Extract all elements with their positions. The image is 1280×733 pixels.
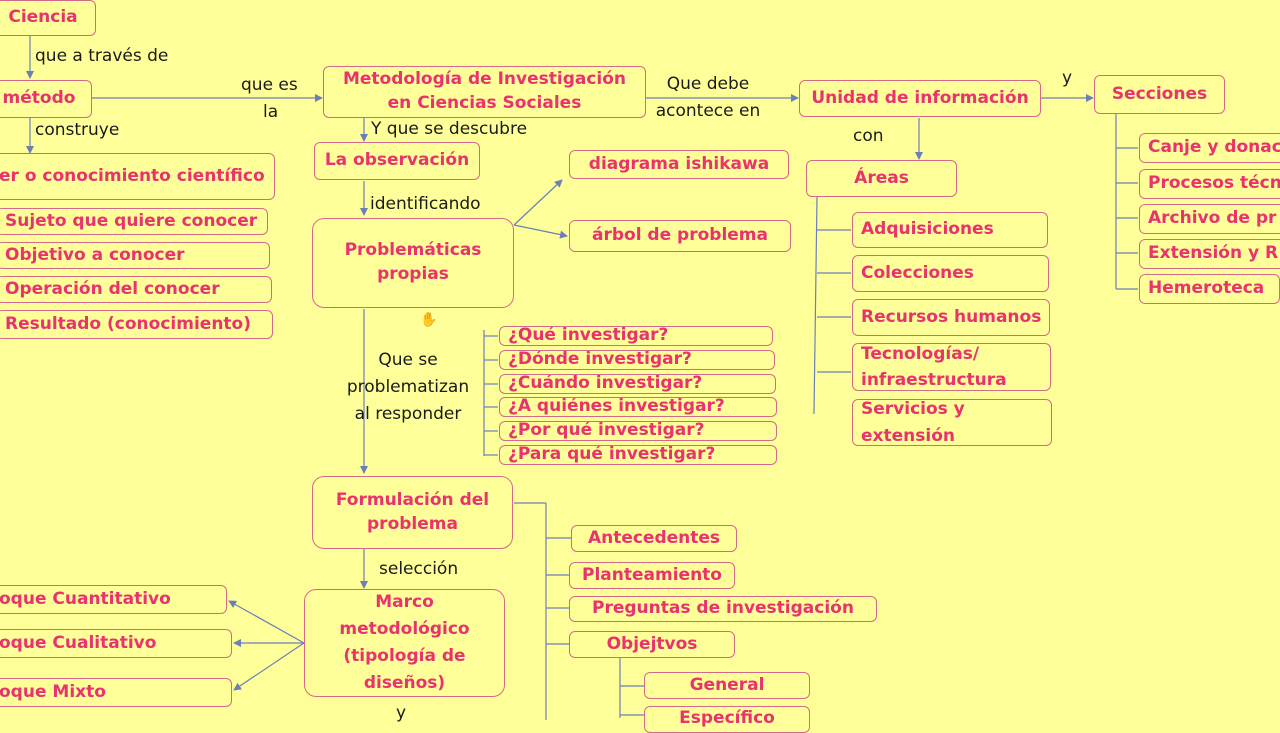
node-archivo[interactable]: Archivo de pr	[1139, 204, 1280, 234]
node-canje[interactable]: Canje y donac	[1139, 133, 1280, 163]
node-hemeroteca[interactable]: Hemeroteca	[1139, 274, 1280, 304]
node-secciones[interactable]: Secciones	[1094, 75, 1225, 114]
node-ishikawa[interactable]: diagrama ishikawa	[569, 150, 789, 179]
node-tecnologias[interactable]: Tecnologías/ infraestructura	[852, 343, 1051, 391]
node-unidad[interactable]: Unidad de información	[799, 80, 1041, 117]
node-ciencia[interactable]: Ciencia	[0, 0, 96, 36]
node-general[interactable]: General	[644, 672, 810, 699]
node-areas[interactable]: Áreas	[806, 160, 957, 197]
label-la: la	[263, 102, 279, 122]
node-formulacion[interactable]: Formulación del problema	[312, 476, 513, 549]
node-q-porque[interactable]: ¿Por qué investigar?	[499, 421, 777, 441]
label-seleccion: selección	[379, 559, 459, 579]
label-identificando: identificando	[370, 194, 481, 214]
label-que-es: que es	[241, 75, 298, 95]
node-objetivos[interactable]: Objejtvos	[569, 631, 735, 658]
label-construye: construye	[35, 120, 120, 140]
node-metodologia[interactable]: Metodología de Investigación en Ciencias…	[323, 66, 646, 118]
node-marco[interactable]: Marco metodológico (tipología de diseños…	[304, 589, 505, 697]
node-procesos[interactable]: Procesos técn	[1139, 169, 1280, 199]
label-con: con	[853, 126, 884, 146]
node-planteamiento[interactable]: Planteamiento	[569, 562, 735, 589]
node-q-quienes[interactable]: ¿A quiénes investigar?	[499, 397, 777, 417]
node-preguntas[interactable]: Preguntas de investigación	[569, 596, 877, 622]
node-operacion[interactable]: Operación del conocer	[0, 276, 272, 303]
node-colecciones[interactable]: Colecciones	[852, 255, 1049, 292]
node-q-para[interactable]: ¿Para qué investigar?	[499, 445, 777, 465]
node-adquisiciones[interactable]: Adquisiciones	[852, 212, 1048, 248]
node-cuantitativo[interactable]: oque Cuantitativo	[0, 585, 227, 614]
node-servicios[interactable]: Servicios y extensión	[852, 399, 1052, 446]
node-arbol[interactable]: árbol de problema	[569, 220, 791, 252]
node-observacion[interactable]: La observación	[314, 142, 480, 180]
node-cualitativo[interactable]: oque Cualitativo	[0, 629, 232, 658]
node-resultado[interactable]: Resultado (conocimiento)	[0, 310, 273, 339]
node-sujeto[interactable]: Sujeto que quiere conocer	[0, 208, 268, 235]
node-q-donde[interactable]: ¿Dónde investigar?	[499, 350, 775, 370]
label-y-descubre: Y que se descubre	[371, 119, 528, 139]
node-mixto[interactable]: oque Mixto	[0, 678, 232, 707]
label-y-top: y	[1062, 68, 1073, 88]
label-problematizan: Que se problematizan al responder	[346, 350, 470, 425]
node-objetivo[interactable]: Objetivo a conocer	[0, 242, 270, 269]
node-q-que[interactable]: ¿Qué investigar?	[499, 326, 773, 346]
label-a-traves: que a través de	[35, 46, 169, 66]
node-problematicas[interactable]: Problemáticas propias	[312, 218, 514, 308]
label-que-debe: Que debe acontece en	[655, 74, 761, 122]
node-saber[interactable]: er o conocimiento científico	[0, 153, 275, 200]
node-recursos[interactable]: Recursos humanos	[852, 299, 1050, 336]
hand-cursor-icon: ✋	[420, 312, 438, 328]
node-metodo[interactable]: método	[0, 80, 92, 118]
node-extension[interactable]: Extensión y R	[1139, 239, 1280, 269]
node-antecedentes[interactable]: Antecedentes	[571, 525, 737, 552]
label-y-bottom: y	[396, 703, 407, 723]
node-q-cuando[interactable]: ¿Cuándo investigar?	[499, 374, 776, 394]
